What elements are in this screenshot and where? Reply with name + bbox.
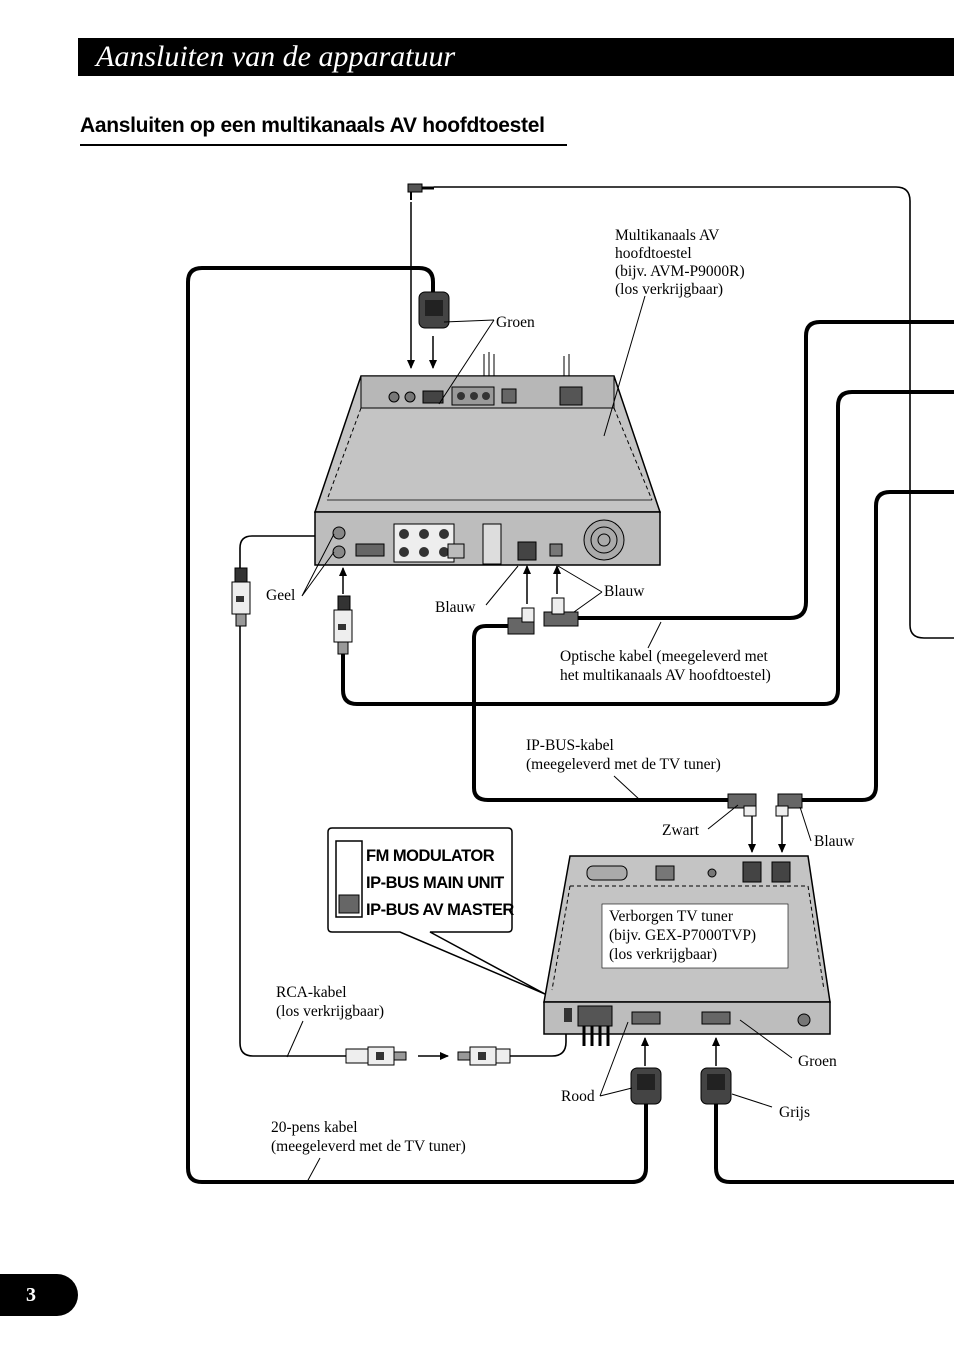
label-ipbus-line2: (meegeleverd met de TV tuner) xyxy=(526,756,721,773)
switch-option-ipbus-main: IP-BUS MAIN UNIT xyxy=(366,874,504,892)
label-blauw-tuner: Blauw xyxy=(814,833,855,850)
label-groen-top: Groen xyxy=(496,314,535,331)
cables xyxy=(186,266,954,1184)
labels: Multikanaals AV hoofdtoestel (bijv. AVM-… xyxy=(266,227,855,1155)
label-rca-line2: (los verkrijgbaar) xyxy=(276,1003,384,1020)
label-tuner-line2: (bijv. GEX-P7000TVP) xyxy=(609,927,756,944)
mini-plug-cable xyxy=(433,186,954,639)
label-groen-bottom: Groen xyxy=(798,1053,837,1070)
label-optical-line2: het multikanaals AV hoofdtoestel) xyxy=(560,667,771,684)
main-unit xyxy=(313,375,662,566)
label-main-unit-line3: (bijv. AVM-P9000R) xyxy=(615,263,745,280)
label-main-unit-line2: hoofdtoestel xyxy=(615,245,692,262)
switch-option-ipbus-av: IP-BUS AV MASTER xyxy=(366,901,514,919)
label-tuner-line3: (los verkrijgbaar) xyxy=(609,946,717,963)
blue-plug-left xyxy=(507,607,535,635)
ipbus-cable xyxy=(472,624,740,802)
label-pin20-line1: 20-pens kabel xyxy=(271,1119,358,1136)
label-pin20-line2: (meegeleverd met de TV tuner) xyxy=(271,1138,466,1155)
title-bar: Aansluiten van de apparatuur xyxy=(78,38,954,76)
blue-plug-right xyxy=(543,597,579,627)
rca-pigtails xyxy=(582,1026,610,1046)
tv-tuner-unit xyxy=(543,855,831,1035)
yellow-plug-right xyxy=(333,595,353,655)
yellow-plug-left xyxy=(231,567,251,627)
section-heading: Aansluiten op een multikanaals AV hoofdt… xyxy=(80,114,545,137)
red-connector xyxy=(630,1067,662,1105)
label-zwart: Zwart xyxy=(662,822,700,839)
label-rood: Rood xyxy=(561,1088,595,1105)
blauw-plug-tuner xyxy=(775,793,803,817)
page-number: 3 xyxy=(0,1274,78,1316)
label-rca-line1: RCA-kabel xyxy=(276,984,347,1001)
video-cable xyxy=(341,390,954,706)
page-title: Aansluiten van de apparatuur xyxy=(96,40,456,73)
mini-plug xyxy=(407,183,434,200)
pin20-connector-top xyxy=(418,291,450,329)
grey-connector xyxy=(700,1067,732,1105)
label-main-unit-line4: (los verkrijgbaar) xyxy=(615,281,723,298)
label-ipbus-line1: IP-BUS-kabel xyxy=(526,737,614,754)
label-blauw-left: Blauw xyxy=(435,599,476,616)
connection-arrows xyxy=(339,202,786,1066)
label-geel: Geel xyxy=(266,587,295,604)
rca-cable xyxy=(239,624,347,1057)
optical-cable xyxy=(568,320,954,620)
label-blauw-right: Blauw xyxy=(604,583,645,600)
rca-plug-right xyxy=(457,1046,511,1066)
label-tuner-line1: Verborgen TV tuner xyxy=(609,908,734,925)
zwart-plug xyxy=(727,793,757,817)
grey-cable xyxy=(714,1100,954,1184)
label-grijs: Grijs xyxy=(779,1104,810,1121)
pin20-cable xyxy=(186,266,648,1184)
label-optical-line1: Optische kabel (meegeleverd met xyxy=(560,648,769,665)
label-main-unit-line1: Multikanaals AV xyxy=(615,227,720,244)
section-underline xyxy=(80,144,567,146)
switch-callout: FM MODULATOR IP-BUS MAIN UNIT IP-BUS AV … xyxy=(327,827,546,995)
ipbus-blue-cable xyxy=(788,490,954,802)
switch-option-fm: FM MODULATOR xyxy=(366,847,495,865)
leader-lines xyxy=(286,295,812,1183)
rca-plug-left xyxy=(345,1046,407,1066)
